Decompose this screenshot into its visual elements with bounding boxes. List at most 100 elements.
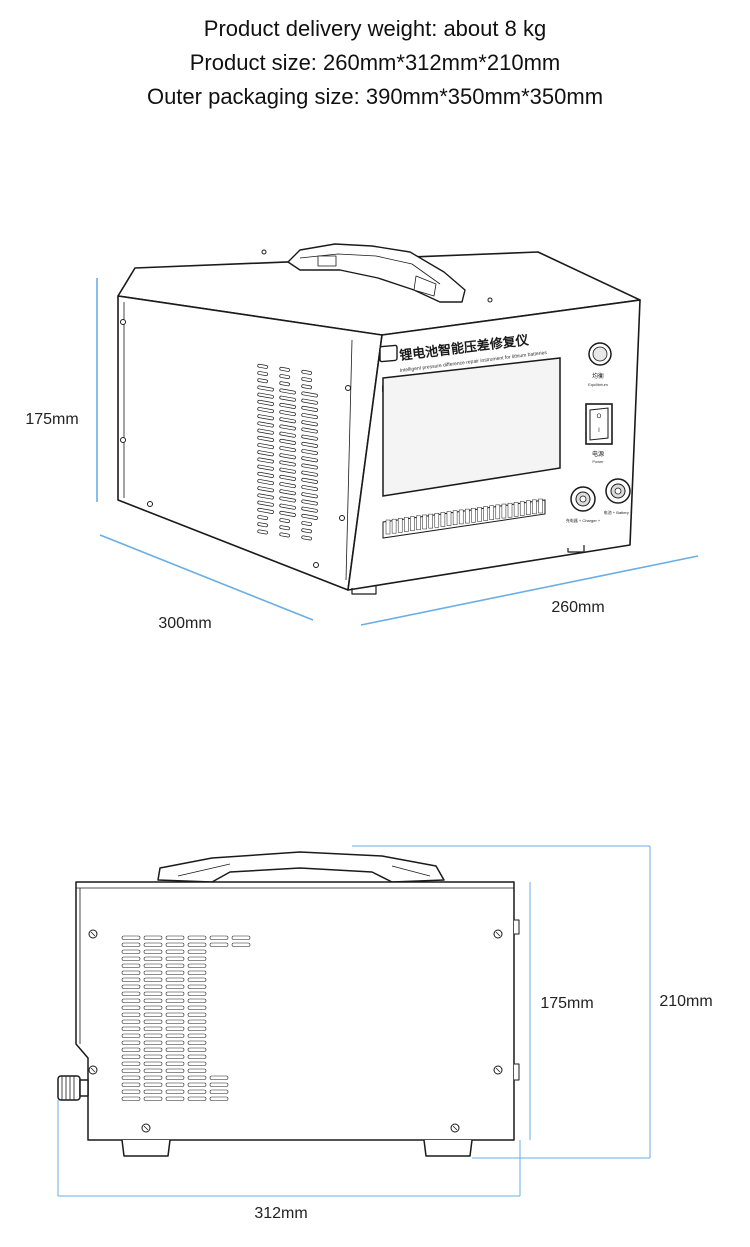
vent-slot [143,977,163,982]
terminal-pin [532,499,537,515]
perspective-screws [120,249,493,568]
vent-slot [279,453,296,460]
vent-slot [279,467,296,474]
vent-slot [121,970,141,975]
vent-slot [187,1033,207,1038]
vent-slot [165,1019,185,1024]
vent-slot [257,371,268,377]
vent-slot [165,984,185,989]
vent-slot [121,1054,141,1059]
vent-slot [187,1096,207,1101]
vent-slot [257,450,274,457]
perspective-vent-slots [257,363,318,541]
vent-slot [257,414,274,421]
terminal-pin [404,517,409,532]
vent-slot [143,984,163,989]
vent-slot [121,935,141,940]
product-size-text: Product size: 260mm*312mm*210mm [189,50,561,75]
terminal-pin [446,511,452,526]
vent-slot [121,1089,141,1094]
delivery-weight-text: Product delivery weight: about 8 kg [203,16,547,41]
power-switch[interactable]: O I [585,403,613,445]
vent-slot [143,998,163,1003]
vent-slot [165,1082,185,1087]
terminal-pin [422,514,427,530]
vent-slot [165,998,185,1003]
vent-slot [143,1047,163,1052]
terminal-pin [410,516,415,531]
vent-slot [187,1089,207,1094]
side-connector [57,1075,89,1101]
vent-slot [165,1089,185,1094]
vent-slot [143,1082,163,1087]
vent-slot [143,1026,163,1031]
vent-slot [209,1082,229,1087]
vent-slot [165,1040,185,1045]
vent-slot [301,470,318,477]
vent-slot [187,991,207,996]
vent-slot [187,1012,207,1017]
vent-slot [279,410,296,417]
vent-slot [165,991,185,996]
vent-slot [165,1026,185,1031]
vent-slot [187,1054,207,1059]
depth-dim-label: 300mm [158,615,211,632]
vent-slot [231,935,251,940]
vent-slot [257,443,274,450]
side-body [75,881,515,1141]
vent-slot [143,1033,163,1038]
vent-slot [257,421,274,428]
depth-dim-line [99,534,314,621]
vent-slot [121,1026,141,1031]
equilibrium-knob[interactable] [588,342,612,366]
vent-slot [279,496,296,503]
front-foot-left [351,585,377,595]
terminal-pin [519,501,525,516]
vent-slot [257,500,274,507]
vent-slot [121,1005,141,1010]
terminal-pin [458,509,464,525]
charger-terminal[interactable] [570,486,596,512]
vent-slot [187,942,207,947]
battery-terminal[interactable] [605,478,631,504]
vent-slot [143,1061,163,1066]
perspective-dimensions [96,278,699,626]
vent-slot [209,935,229,940]
vent-slot [187,977,207,982]
vent-slot [279,417,296,424]
vent-slot [279,482,296,489]
vent-slot [165,1005,185,1010]
terminal-pin [385,519,391,535]
vent-slot [165,970,185,975]
vent-slot [301,377,312,383]
vent-slot [209,1096,229,1101]
vent-slot [257,493,274,500]
vent-slot [279,381,290,387]
vent-slot [121,998,141,1003]
vent-slot [257,435,274,442]
vent-slot [143,1068,163,1073]
vent-slot [187,984,207,989]
vent-slot [279,395,296,402]
vent-slot [187,949,207,954]
vent-slot [279,474,296,481]
vent-slot [121,1047,141,1052]
width-dim-line [360,555,699,626]
equilibrium-label-cn: 均衡 [592,372,604,380]
vent-slot [165,1012,185,1017]
terminal-pin [465,508,470,524]
vent-slot [187,1005,207,1010]
vent-slot [165,935,185,940]
vent-slot [301,427,318,434]
vent-slot [301,506,318,513]
vent-slot [187,1061,207,1066]
vent-slot [301,434,318,441]
vent-slot [301,492,318,499]
vent-slot [301,413,318,420]
vent-slot [187,935,207,940]
vent-slot [279,374,290,380]
charger-label: 充电器 + Charger + [566,517,601,523]
vent-slot [143,1096,163,1101]
screw-slot [90,931,96,937]
perspective-front-panel: HD 锂电池智能压差修复仪 Intelligent pressure diffe… [379,332,633,539]
